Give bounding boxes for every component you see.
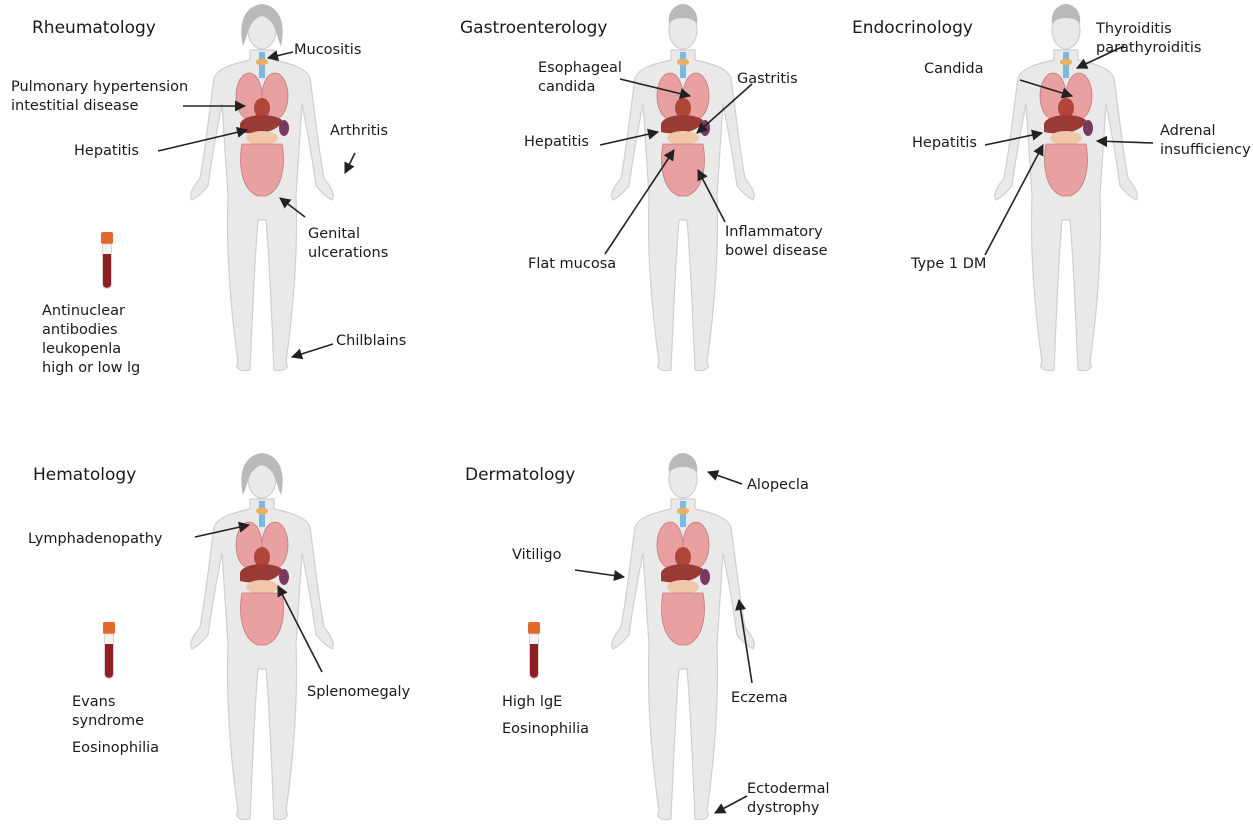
arrow-alopecia [708, 472, 742, 484]
thyroid-gland [677, 59, 689, 66]
label-esophageal-candida: Esophageal candida [538, 59, 622, 97]
panel-title-rheumatology: Rheumatology [32, 17, 156, 39]
panel-title-hematology: Hematology [33, 464, 136, 486]
panel-title-dermatology: Dermatology [465, 464, 575, 486]
label-hepatitis: Hepatitis [74, 142, 139, 161]
label-eczema: Eczema [731, 689, 788, 708]
heart [675, 98, 691, 118]
spleen [279, 569, 289, 585]
blood-test-antinuclear: Antinuclear antibodies leukopenla high o… [42, 302, 140, 378]
blood-test-high-ige: High lgE [502, 693, 562, 712]
label-flat-mucosa: Flat mucosa [528, 255, 616, 274]
label-arthritis: Arthritis [330, 122, 388, 141]
label-vitiligo: Vitiligo [512, 546, 561, 565]
figure-hematology [191, 453, 334, 820]
label-adrenal-insufficiency: Adrenal insufficiency [1160, 122, 1251, 160]
heart [675, 547, 691, 567]
tube-blood [530, 644, 538, 678]
tube-blood [105, 644, 113, 678]
arrow-adrenal [1097, 141, 1153, 143]
tube-cap [528, 622, 540, 634]
label-splenomegaly: Splenomegaly [307, 683, 410, 702]
stomach [246, 580, 278, 594]
figure-gastroenterology [612, 4, 755, 371]
label-thyroiditis: Thyroiditis parathyroiditis [1096, 20, 1201, 58]
label-ectodermal-dystrophy: Ectodermal dystrophy [747, 780, 830, 818]
arrow-vitiligo [575, 570, 624, 577]
arrow-arthritis [345, 153, 355, 173]
stomach [1050, 131, 1082, 145]
tube-blood [103, 254, 111, 288]
stomach [667, 131, 699, 145]
figure-endocrinology [995, 4, 1138, 371]
stomach [246, 131, 278, 145]
arrow-chilblains [292, 344, 333, 357]
blood-test-evans-syndrome: Evans syndrome [72, 693, 144, 731]
label-mucositis: Mucositis [294, 41, 361, 60]
figure-dermatology [612, 453, 755, 820]
label-hepatitis-gastro: Hepatitis [524, 133, 589, 152]
label-chilblains: Chilblains [336, 332, 406, 351]
blood-test-eosinophilia: Eosinophilia [72, 739, 159, 758]
label-genital-ulcerations: Genital ulcerations [308, 225, 388, 263]
panel-title-gastroenterology: Gastroenterology [460, 17, 607, 39]
spleen [700, 569, 710, 585]
spleen [1083, 120, 1093, 136]
heart [254, 98, 270, 118]
label-hepatitis-endo: Hepatitis [912, 134, 977, 153]
label-lymphadenopathy: Lymphadenopathy [28, 530, 162, 549]
heart [1058, 98, 1074, 118]
panel-title-endocrinology: Endocrinology [852, 17, 973, 39]
spleen [279, 120, 289, 136]
thyroid-gland [256, 508, 268, 515]
blood-tube-hematology [103, 622, 115, 679]
label-alopecia: Alopecla [747, 476, 809, 495]
label-gastritis: Gastritis [737, 70, 798, 89]
label-candida: Candida [924, 60, 984, 79]
blood-tube-dermatology [528, 622, 540, 679]
blood-test-eosinophilia-derm: Eosinophilia [502, 720, 589, 739]
tube-cap [103, 622, 115, 634]
label-inflammatory-bowel-disease: Inflammatory bowel disease [725, 223, 828, 261]
thyroid-gland [256, 59, 268, 66]
heart [254, 547, 270, 567]
thyroid-gland [1060, 59, 1072, 66]
label-pulmonary-hypertension: Pulmonary hypertension intestitial disea… [11, 78, 188, 116]
tube-cap [101, 232, 113, 244]
arrow-ectodermal [715, 796, 747, 813]
stomach [667, 580, 699, 594]
thyroid-gland [677, 508, 689, 515]
blood-tube-rheumatology [101, 232, 113, 289]
label-type1-dm: Type 1 DM [911, 255, 986, 274]
